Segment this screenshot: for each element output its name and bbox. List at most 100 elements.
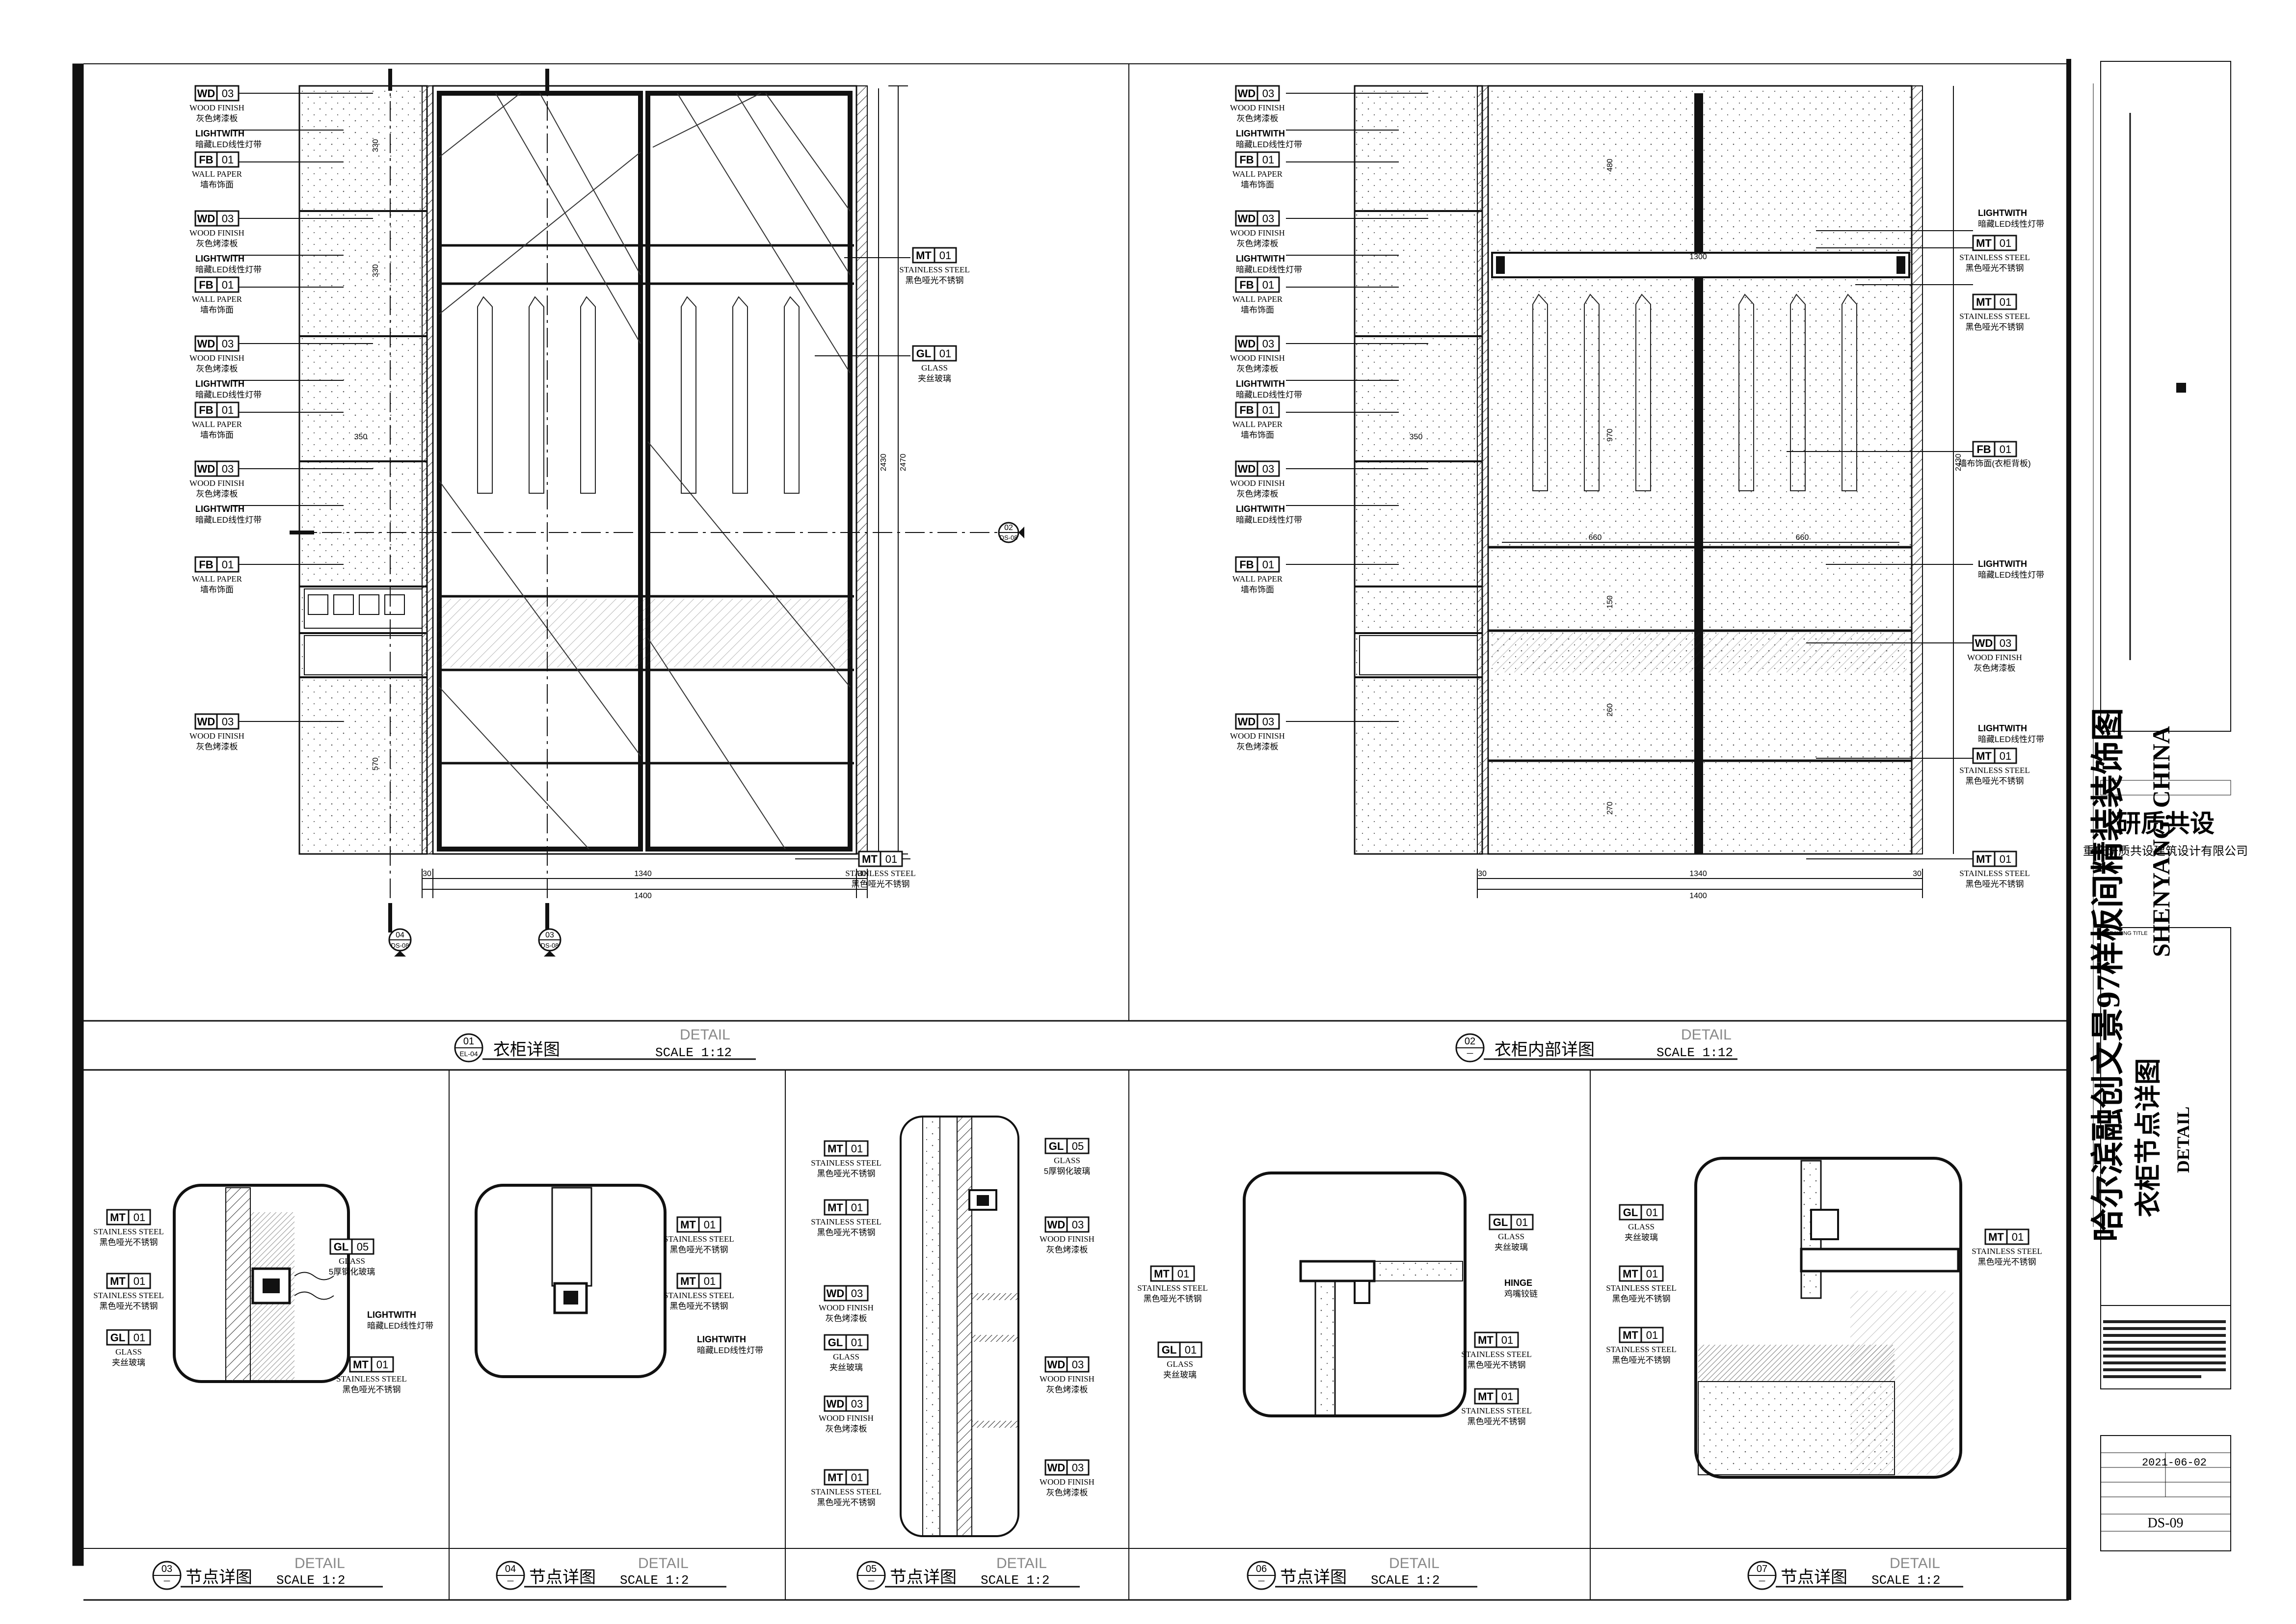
material-cn: 灰色烤漆板 (1046, 1245, 1088, 1254)
material-en: STAINLESS STEEL (811, 1487, 881, 1496)
drawing-number: DS-09 (2147, 1516, 2183, 1531)
material-en: LIGHTWITH (1236, 129, 1285, 138)
dim-330: 330 (372, 264, 380, 277)
material-number: 01 (1262, 404, 1274, 416)
material-number: 01 (1646, 1268, 1658, 1280)
material-code: WD (197, 463, 215, 475)
material-cn: 灰色烤漆板 (1237, 114, 1279, 123)
material-cn: 5厚钢化玻璃 (1044, 1167, 1090, 1176)
material-code: WD (1047, 1219, 1066, 1231)
material-code: MT (1988, 1231, 2004, 1243)
material-code: FB (1239, 154, 1254, 166)
material-number: 01 (1516, 1216, 1528, 1228)
svg-text:DETAIL: DETAIL (638, 1555, 689, 1571)
socket-icon (308, 594, 405, 615)
material-cn: 墙布饰面 (200, 585, 234, 594)
material-code: FB (199, 279, 213, 291)
section-callout-02: 02 DS-08 (998, 522, 1024, 543)
material-cn: 灰色烤漆板 (196, 364, 238, 373)
material-en: STAINLESS STEEL (93, 1227, 164, 1236)
material-code: WD (1238, 87, 1256, 100)
material-en: STAINLESS STEEL (1959, 312, 2030, 321)
material-en: WOOD FINISH (1230, 479, 1285, 488)
dim-30: 30 (1478, 870, 1487, 878)
material-number: 01 (2000, 237, 2011, 249)
svg-text:EL-04: EL-04 (459, 1050, 478, 1058)
bullet-square-icon (2176, 383, 2186, 393)
material-number: 01 (133, 1331, 145, 1344)
dim-350: 350 (1410, 433, 1423, 441)
detail-01-elevation: 1340 1400 30 30 2470 2430 350 330 330 57… (290, 69, 1024, 957)
material-en: GLASS (115, 1347, 142, 1357)
material-code: WD (197, 213, 215, 225)
firm-name: 研质共设 (2116, 810, 2215, 837)
drawing-style-label: DRAWING TITLE (2106, 931, 2148, 936)
material-number: 01 (1501, 1390, 1513, 1403)
material-code: FB (1239, 279, 1254, 291)
material-cn: 黑色哑光不锈钢 (906, 276, 964, 285)
dim-330: 330 (372, 139, 380, 152)
material-en: STAINLESS STEEL (1606, 1283, 1677, 1293)
material-number: 01 (2000, 750, 2011, 762)
material-number: 01 (1262, 279, 1274, 291)
material-code: MT (110, 1275, 126, 1287)
material-cn: 灰色烤漆板 (1237, 489, 1279, 499)
material-code: WD (1975, 637, 1993, 649)
svg-text:02: 02 (1465, 1036, 1475, 1047)
detail-02-leaders (1286, 93, 1973, 859)
material-number: 03 (1072, 1462, 1084, 1474)
material-en: WALL PAPER (192, 420, 242, 429)
dim-270: 270 (1606, 801, 1614, 815)
material-en: STAINLESS STEEL (1959, 869, 2030, 878)
material-cn: 黑色哑光不锈钢 (343, 1385, 401, 1394)
material-number: 05 (357, 1241, 369, 1253)
material-number: 01 (851, 1471, 863, 1484)
material-number: 03 (1072, 1219, 1084, 1231)
material-en: LIGHTWITH (697, 1334, 746, 1344)
material-number: 01 (133, 1275, 145, 1287)
material-en: STAINLESS STEEL (1959, 253, 2030, 262)
material-code: MT (1976, 237, 1992, 249)
material-en: WALL PAPER (1232, 574, 1283, 584)
material-code: FB (199, 404, 213, 416)
material-number: 03 (222, 463, 234, 475)
material-en: STAINLESS STEEL (1461, 1350, 1532, 1359)
material-cn: 灰色烤漆板 (196, 239, 238, 248)
material-en: GLASS (339, 1256, 365, 1266)
svg-text:一: 一 (507, 1577, 514, 1585)
detail-title: 节点详图 (1781, 1568, 1847, 1587)
material-cn: 墙布饰面(衣柜背板) (1958, 459, 2030, 468)
material-code: FB (1976, 443, 1991, 455)
material-en: WOOD FINISH (189, 479, 244, 488)
material-code: MT (828, 1143, 843, 1155)
svg-text:DS-08: DS-08 (541, 942, 559, 949)
material-en: WALL PAPER (192, 294, 242, 304)
sheet-frame (72, 59, 2071, 1601)
material-code: MT (1154, 1268, 1170, 1280)
material-code: MT (110, 1211, 126, 1224)
dim-480: 480 (1606, 159, 1614, 172)
material-code: MT (916, 249, 932, 262)
material-code: WD (1047, 1358, 1066, 1371)
material-cn: 黑色哑光不锈钢 (1612, 1356, 1671, 1365)
material-en: GLASS (1054, 1156, 1080, 1165)
material-number: 01 (2000, 443, 2011, 455)
detail-04-section (475, 1184, 667, 1378)
